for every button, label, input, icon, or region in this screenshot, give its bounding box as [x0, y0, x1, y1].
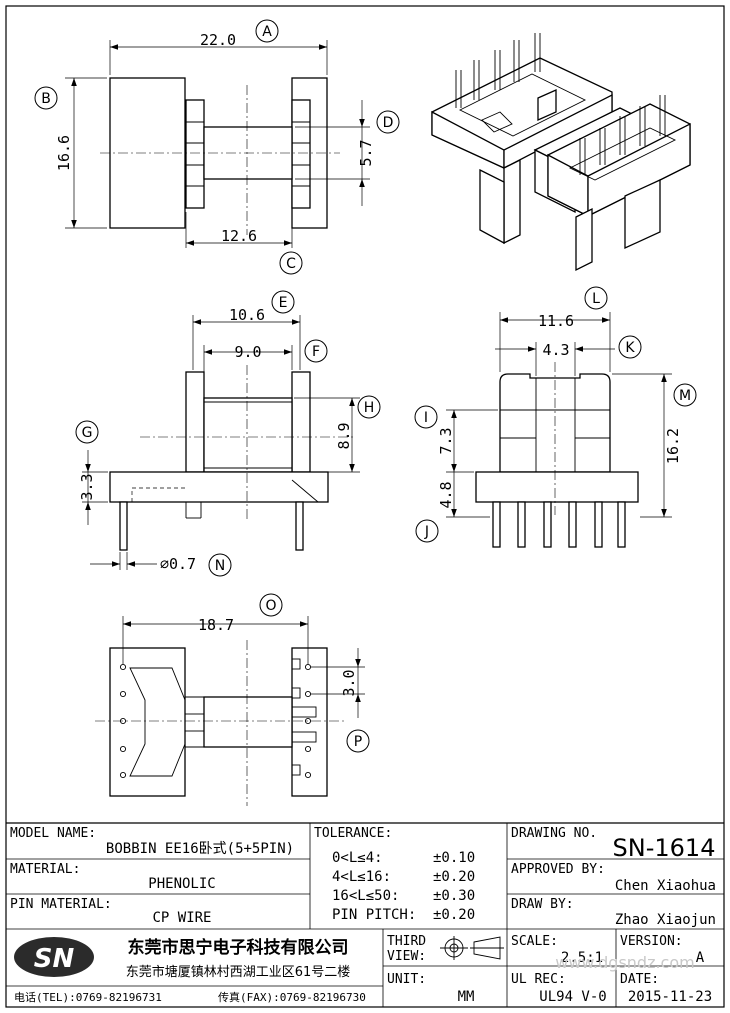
- top-view: 22.0 16.6 12.6 5.7 A B C D: [34, 19, 400, 275]
- dim-l-letter: L: [592, 291, 600, 307]
- dim-m-letter: M: [679, 388, 691, 404]
- version-label: VERSION:: [620, 934, 683, 949]
- tolerance-label: TOLERANCE:: [314, 826, 392, 841]
- dim-p-value: 3.0: [340, 669, 358, 696]
- sheet-border: [5, 5, 725, 1008]
- tolerance-range-2: 4<L≤16:: [332, 869, 391, 885]
- company-name: 东莞市思宁电子科技有限公司: [128, 937, 349, 958]
- unit: MM: [458, 989, 475, 1005]
- title-block: MODEL NAME: BOBBIN EE16卧式(5+5PIN) MATERI…: [6, 822, 724, 1007]
- dim-g-value: 3.3: [78, 473, 96, 500]
- draw-by: Zhao Xiaojun: [615, 912, 716, 928]
- dim-e-letter: E: [279, 295, 288, 311]
- bottom-view: 18.7 3.0 O P: [95, 593, 370, 806]
- company-logo: SN: [14, 937, 94, 977]
- dim-j-value: 4.8: [437, 481, 455, 508]
- dim-a-value: 22.0: [200, 31, 236, 49]
- material-label: MATERIAL:: [10, 862, 80, 877]
- dim-h-letter: H: [364, 400, 375, 416]
- ul-rec: UL94 V-0: [539, 989, 606, 1005]
- company-fax: 传真(FAX):0769-82196730: [218, 990, 366, 1004]
- approved-by: Chen Xiaohua: [615, 878, 716, 894]
- model-name-label: MODEL NAME:: [10, 826, 96, 841]
- tolerance-value-4: ±0.20: [433, 907, 475, 923]
- dim-l-value: 11.6: [538, 312, 574, 330]
- dim-o-letter: O: [265, 598, 276, 614]
- material: PHENOLIC: [148, 876, 215, 892]
- pin-material: CP WIRE: [152, 910, 211, 926]
- dim-o-value: 18.7: [198, 616, 234, 634]
- third-view-label-2: VIEW:: [387, 949, 426, 964]
- dim-p-letter: P: [354, 734, 362, 750]
- dim-h-value: 8.9: [335, 422, 353, 449]
- dim-k-letter: K: [625, 340, 635, 356]
- version: A: [696, 950, 705, 966]
- side-view: 11.6 4.3 16.2 7.3 4.8 L K M I J: [414, 286, 697, 548]
- date: 2015-11-23: [628, 989, 712, 1005]
- dim-f-letter: F: [312, 344, 320, 360]
- dim-d-value: 5.7: [357, 139, 375, 166]
- isometric-view: [431, 33, 691, 272]
- watermark: www.dgsndz.com: [555, 953, 694, 972]
- tolerance-range-4: PIN PITCH:: [332, 907, 416, 923]
- model-name: BOBBIN EE16卧式(5+5PIN): [106, 841, 294, 857]
- tolerance-range-1: 0<L≤4:: [332, 850, 383, 866]
- tolerance-value-3: ±0.30: [433, 888, 475, 904]
- tolerance-value-2: ±0.20: [433, 869, 475, 885]
- scale-label: SCALE:: [511, 934, 558, 949]
- tolerance-range-3: 16<L≤50:: [332, 888, 399, 904]
- front-view: 10.6 9.0 8.9 3.3 ⌀0.7 E F H G N: [75, 290, 381, 577]
- dim-f-value: 9.0: [234, 343, 261, 361]
- ul-rec-label: UL REC:: [511, 972, 566, 987]
- drawing-no-label: DRAWING NO.: [511, 826, 597, 841]
- dim-k-value: 4.3: [542, 341, 569, 359]
- scale: 2.5:1: [561, 950, 603, 966]
- approved-by-label: APPROVED BY:: [511, 862, 605, 877]
- dim-m-value: 16.2: [664, 428, 682, 464]
- unit-label: UNIT:: [387, 972, 426, 987]
- logo-text: SN: [34, 944, 75, 974]
- dim-c-letter: C: [286, 256, 296, 272]
- third-view-label-1: THIRD: [387, 934, 426, 949]
- dim-b-value: 16.6: [55, 135, 73, 171]
- company-phone: 电话(TEL):0769-82196731: [14, 991, 162, 1004]
- drawing-no: SN-1614: [613, 834, 716, 862]
- dim-j-letter: J: [424, 524, 429, 540]
- dim-b-letter: B: [41, 91, 51, 107]
- draw-by-label: DRAW BY:: [511, 897, 574, 912]
- dim-d-letter: D: [383, 115, 394, 131]
- dim-i-letter: I: [424, 410, 428, 426]
- dim-n-letter: N: [215, 558, 225, 574]
- date-label: DATE:: [620, 972, 659, 987]
- dim-n-value: ⌀0.7: [160, 555, 196, 573]
- third-angle-projection-icon: [440, 936, 504, 960]
- tolerance-value-1: ±0.10: [433, 850, 475, 866]
- company-address: 东莞市塘厦镇林村西湖工业区61号二楼: [126, 964, 351, 980]
- dim-c-value: 12.6: [221, 227, 257, 245]
- pin-material-label: PIN MATERIAL:: [10, 897, 112, 912]
- dim-g-letter: G: [82, 425, 93, 441]
- dim-a-letter: A: [262, 24, 272, 40]
- dim-e-value: 10.6: [229, 306, 265, 324]
- dim-i-value: 7.3: [437, 427, 455, 454]
